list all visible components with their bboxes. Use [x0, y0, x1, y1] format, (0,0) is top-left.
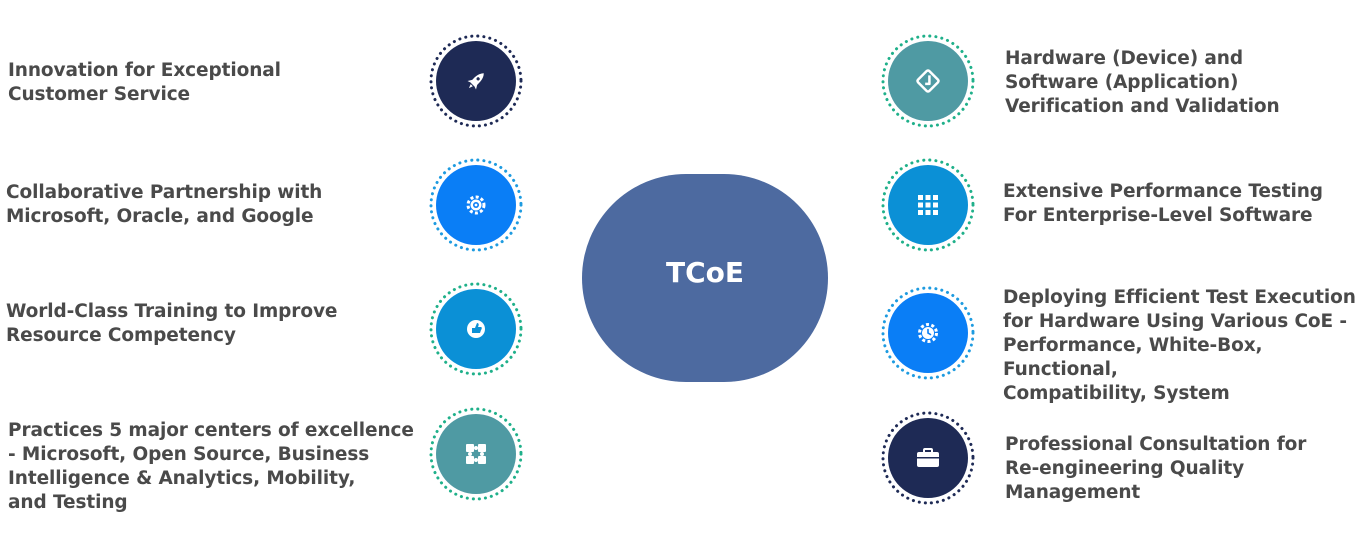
- left-node-1: [428, 33, 524, 129]
- right-node-4: [880, 410, 976, 506]
- right-item-2-text: Extensive Performance Testing For Enterp…: [1003, 181, 1323, 226]
- left-node-2: [428, 157, 524, 253]
- right-node-3: [880, 285, 976, 381]
- right-item-3-text: Deploying Efficient Test Execution for H…: [1003, 287, 1356, 404]
- gear-clock-icon: [918, 323, 938, 343]
- grid-icon: [918, 195, 938, 215]
- right-node-2: [880, 157, 976, 253]
- left-node-3: [428, 281, 524, 377]
- briefcase-icon: [917, 448, 939, 467]
- center-hub-label: TCoE: [665, 255, 744, 289]
- right-node-1: [880, 33, 976, 129]
- left-item-4-text: Practices 5 major centers of excellence …: [8, 420, 414, 513]
- left-item-3-text: World-Class Training to Improve Resource…: [6, 301, 338, 346]
- checklist-icon: [916, 69, 940, 93]
- thumbs-up-icon: [467, 320, 485, 338]
- right-item-1-text: Hardware (Device) and Software (Applicat…: [1005, 48, 1280, 117]
- left-item-2-text: Collaborative Partnership with Microsoft…: [6, 182, 323, 227]
- center-hub: TCoE: [582, 174, 828, 382]
- left-item-1-text: Innovation for Exceptional Customer Serv…: [8, 60, 281, 105]
- puzzle-icon: [466, 444, 486, 464]
- right-item-4-text: Professional Consultation for Re-enginee…: [1005, 434, 1307, 503]
- gear-icon: [466, 195, 486, 215]
- left-node-4: [428, 406, 524, 502]
